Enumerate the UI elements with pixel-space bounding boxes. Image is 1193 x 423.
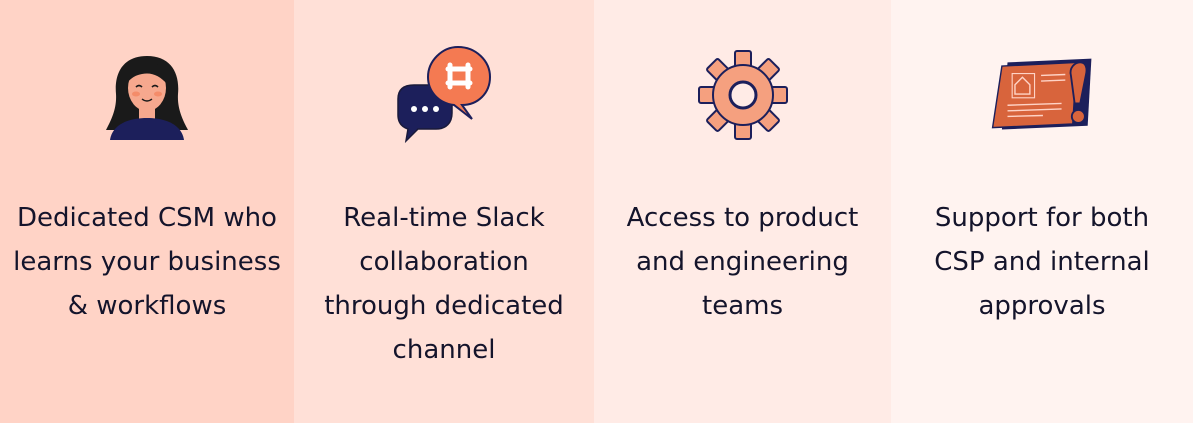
slack-chat-bubbles-icon <box>397 45 492 144</box>
feature-card-text: Dedicated CSM who learns your business &… <box>13 203 281 321</box>
person-avatar-icon <box>106 56 188 140</box>
feature-card-text: Real-time Slack collaboration through de… <box>324 203 564 365</box>
icon-container <box>389 40 499 150</box>
feature-card-slack: Real-time Slack collaboration through de… <box>294 0 594 423</box>
feature-card-csm: Dedicated CSM who learns your business &… <box>0 0 294 423</box>
feature-card-text: Support for both CSP and internal approv… <box>934 203 1150 321</box>
icon-container <box>987 40 1097 150</box>
gear-icon <box>697 50 788 140</box>
feature-card-access: Access to product and engineering teams <box>594 0 891 423</box>
feature-card-text: Access to product and engineering teams <box>626 203 859 321</box>
document-approval-icon <box>991 58 1092 130</box>
feature-card-approvals: Support for both CSP and internal approv… <box>891 0 1193 423</box>
icon-container <box>688 40 798 150</box>
icon-container <box>92 40 202 150</box>
